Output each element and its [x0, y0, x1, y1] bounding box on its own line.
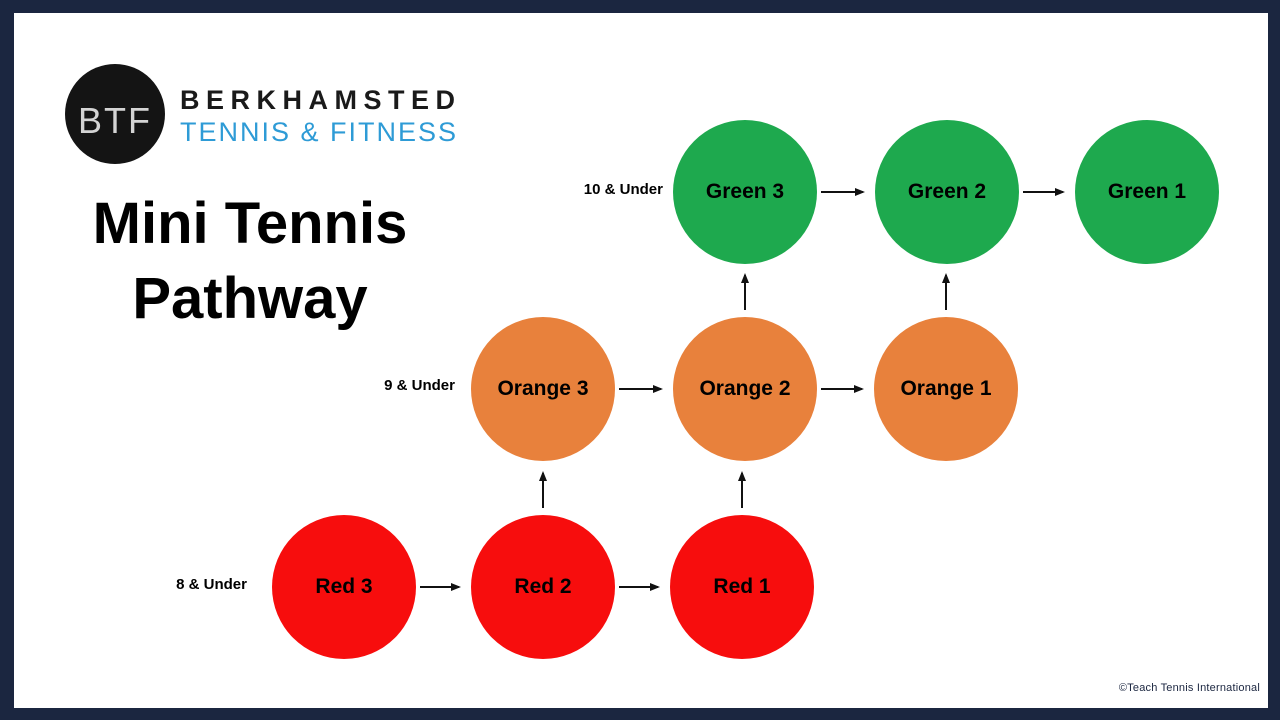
node-green-1-label: Green 1 — [1107, 180, 1187, 203]
btf-logo-circle: BTF — [65, 64, 165, 164]
club-logo-text: BERKHAMSTED TENNIS & FITNESS — [180, 84, 462, 148]
node-green-3: Green 3 — [673, 120, 817, 264]
node-red-1: Red 1 — [670, 515, 814, 659]
frame-border-top — [0, 0, 1280, 13]
node-red-3: Red 3 — [272, 515, 416, 659]
node-red-2-label: Red 2 — [514, 575, 572, 598]
club-tagline: TENNIS & FITNESS — [180, 117, 459, 147]
btf-logo-monogram: BTF — [78, 100, 152, 141]
node-green-3-label: Green 3 — [705, 180, 785, 203]
node-red-2: Red 2 — [471, 515, 615, 659]
age-label-8-and-under: 8 & Under — [176, 576, 247, 593]
node-orange-3-label: Orange 3 — [497, 377, 589, 400]
node-green-2-label: Green 2 — [907, 180, 987, 203]
age-label-9-and-under: 9 & Under — [384, 377, 455, 394]
frame-border-bottom — [0, 708, 1280, 720]
node-orange-3: Orange 3 — [471, 317, 615, 461]
node-orange-1-label: Orange 1 — [900, 377, 992, 400]
club-name: BERKHAMSTED — [180, 85, 462, 115]
title-line-1: Mini Tennis — [92, 191, 408, 256]
age-label-10-and-under: 10 & Under — [583, 181, 663, 198]
node-green-2: Green 2 — [875, 120, 1019, 264]
node-orange-1: Orange 1 — [874, 317, 1018, 461]
frame-border-left — [0, 0, 14, 720]
frame-border-right — [1268, 0, 1280, 720]
copyright-text: ©Teach Tennis International — [1118, 682, 1260, 694]
page-title: Mini Tennis Pathway — [60, 186, 440, 336]
node-red-1-label: Red 1 — [713, 575, 771, 598]
node-red-3-label: Red 3 — [315, 575, 373, 598]
node-green-1: Green 1 — [1075, 120, 1219, 264]
title-line-2: Pathway — [132, 266, 368, 331]
node-orange-2: Orange 2 — [673, 317, 817, 461]
node-orange-2-label: Orange 2 — [699, 377, 791, 400]
